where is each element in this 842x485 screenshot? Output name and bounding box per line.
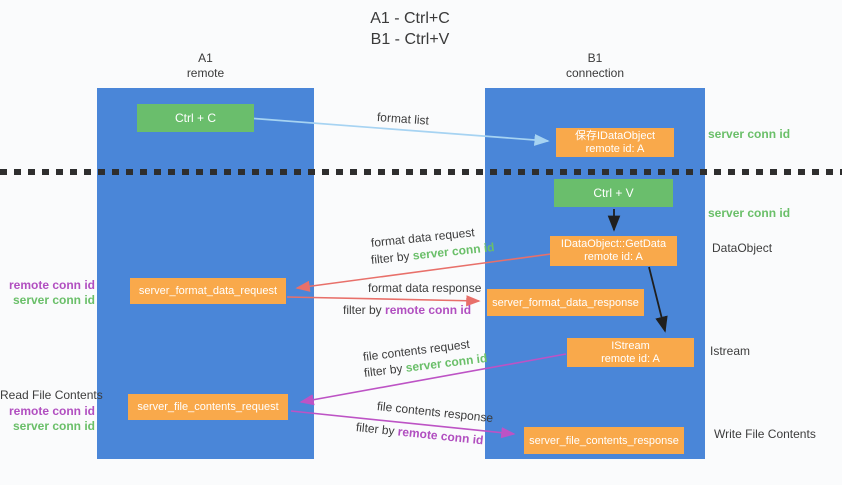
filter-by-text: filter by (363, 361, 404, 380)
ctrl-v-label: Ctrl + V (593, 186, 634, 200)
remote-conn-id-annotation-2: remote conn id (8, 404, 95, 418)
file-response-filter-label: filter by remote conn id (355, 420, 484, 447)
filter-by-text: filter by (370, 248, 411, 267)
server-conn-id-annotation-1: server conn id (708, 127, 791, 141)
lane-b1-subtitle: connection (565, 66, 625, 80)
save-idataobject-node: 保存IDataObject remote id: A (556, 128, 674, 157)
read-file-contents-annotation: Read File Contents (0, 388, 103, 402)
remote-conn-id-text: remote conn id (397, 424, 485, 448)
remote-conn-id-text: remote conn id (385, 303, 472, 317)
ctrl-c-node: Ctrl + C (137, 104, 254, 132)
server-format-data-response-label: server_format_data_response (492, 296, 639, 309)
lane-header-a1: A1 remote (97, 51, 314, 81)
title-line-a1: A1 - Ctrl+C (370, 10, 450, 27)
istream-annotation: Istream (710, 344, 751, 358)
server-format-data-request-label: server_format_data_request (138, 285, 278, 297)
lane-a1-title: A1 (198, 51, 213, 65)
session-divider-dotted-line (0, 169, 842, 175)
filter-by-text: filter by (355, 420, 396, 439)
istream-node: IStream remote id: A (567, 338, 694, 367)
file-contents-response-label: file contents response (376, 399, 494, 426)
dataobject-annotation: DataObject (712, 241, 773, 255)
save-idataobject-line2: remote id: A (585, 142, 645, 155)
diagram-title: A1 - Ctrl+C B1 - Ctrl+V (0, 8, 820, 50)
lane-b1-title: B1 (587, 51, 603, 65)
getdata-line2: remote id: A (584, 251, 643, 263)
server-conn-id-annotation-4: server conn id (12, 419, 95, 433)
save-idataobject-line1: 保存IDataObject (574, 129, 656, 142)
server-file-contents-request-node: server_file_contents_request (128, 394, 288, 420)
lane-a1-subtitle: remote (186, 66, 225, 80)
idataobject-getdata-node: IDataObject::GetData remote id: A (550, 236, 677, 266)
ctrl-v-node: Ctrl + V (554, 179, 673, 207)
remote-conn-id-annotation-1: remote conn id (8, 278, 95, 292)
lane-header-b1: B1 connection (485, 51, 705, 81)
format-list-label: format list (376, 110, 430, 128)
format-response-filter-label: filter by remote conn id (343, 303, 471, 317)
title-line-b1: B1 - Ctrl+V (370, 31, 450, 48)
server-file-contents-request-label: server_file_contents_request (137, 401, 279, 413)
format-data-response-arrow (286, 295, 481, 307)
server-file-contents-response-node: server_file_contents_response (524, 427, 684, 454)
server-conn-id-annotation-3: server conn id (12, 293, 95, 307)
server-conn-id-annotation-2: server conn id (708, 206, 791, 220)
getdata-line1: IDataObject::GetData (560, 238, 667, 250)
istream-line1: IStream (611, 339, 650, 352)
istream-line2: remote id: A (601, 352, 660, 365)
ctrl-c-label: Ctrl + C (174, 111, 216, 125)
server-file-contents-response-label: server_file_contents_response (529, 434, 679, 447)
server-format-data-request-node: server_format_data_request (130, 278, 286, 304)
filter-by-text: filter by (343, 303, 382, 317)
write-file-contents-annotation: Write File Contents (714, 427, 816, 441)
server-format-data-response-node: server_format_data_response (487, 289, 644, 316)
format-data-response-label: format data response (368, 281, 482, 295)
